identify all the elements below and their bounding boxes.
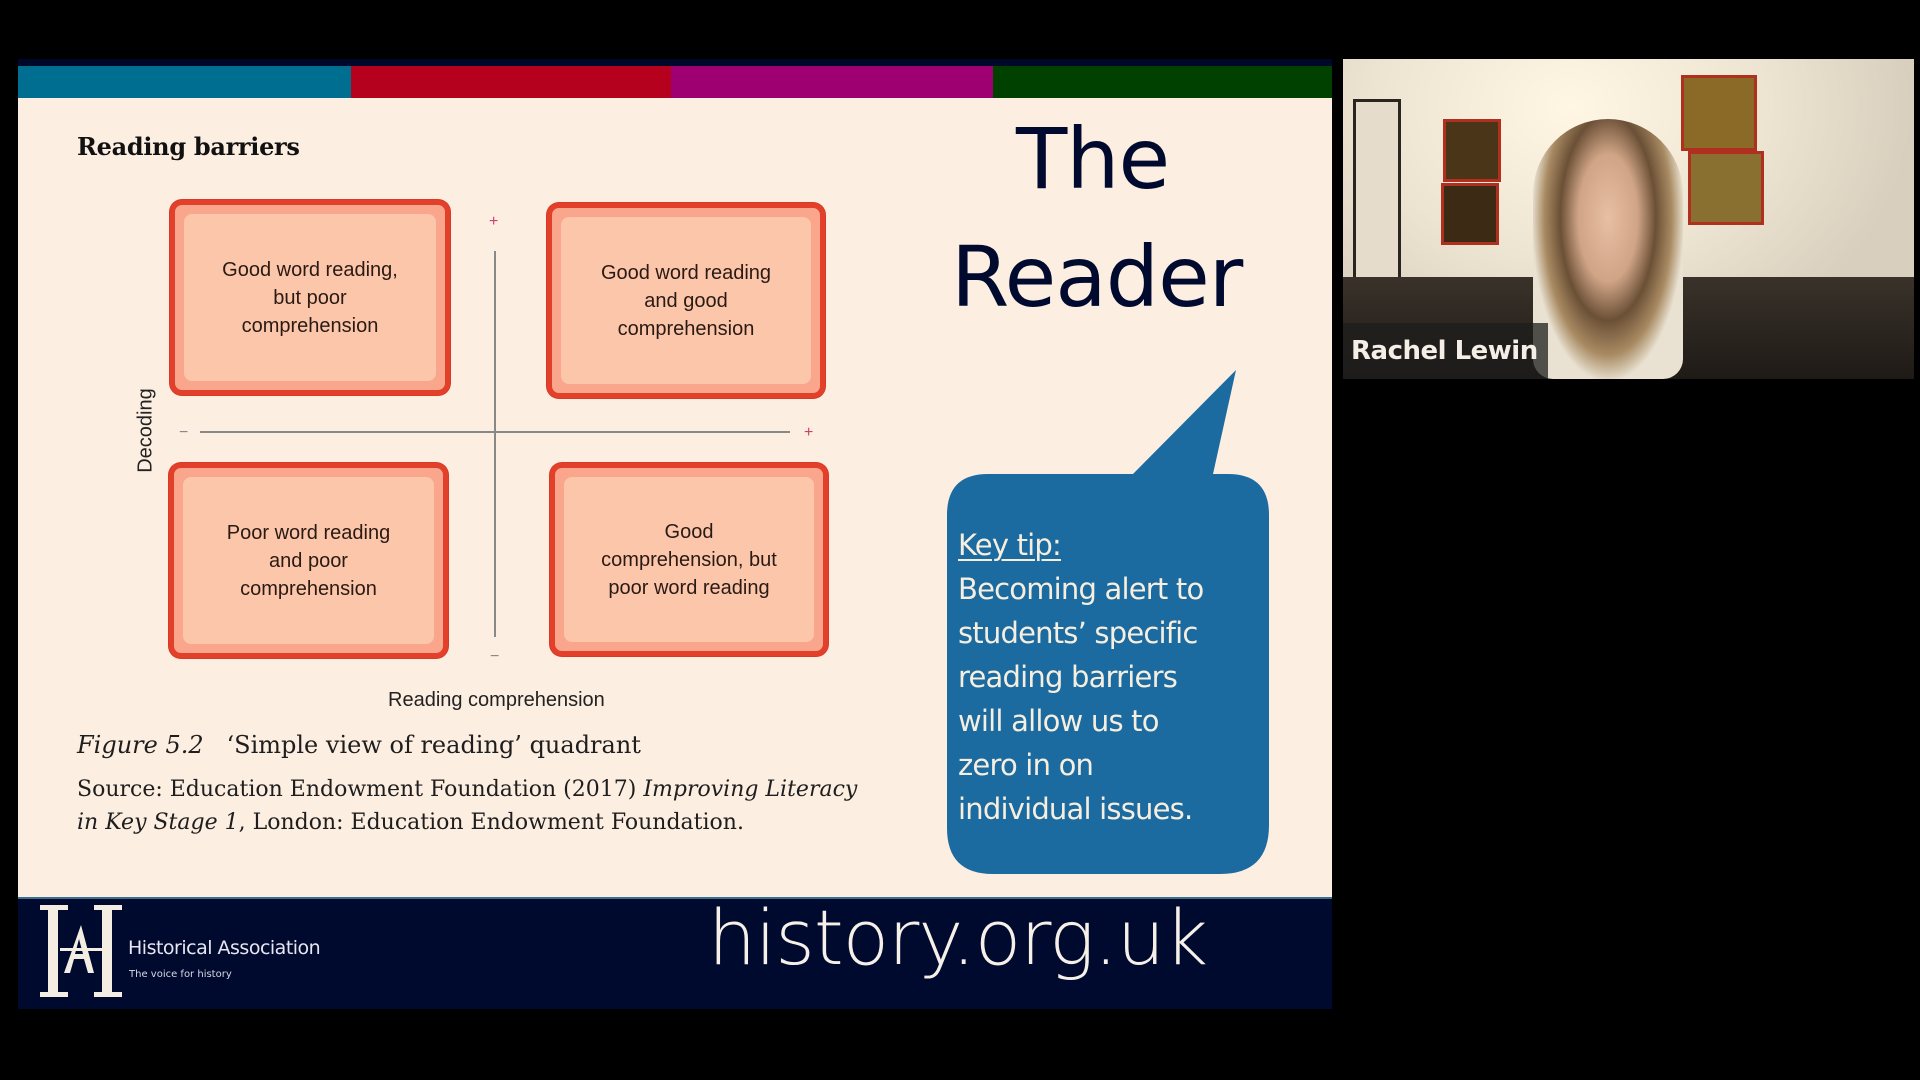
x-axis-minus: −	[179, 424, 189, 441]
key-tip-line: students’ specific	[958, 616, 1198, 650]
quadrant-bottom-left-text: Poor word reading and poor comprehension	[183, 477, 434, 644]
org-tagline: The voice for history	[129, 969, 232, 980]
quadrant-bottom-left: Poor word reading and poor comprehension	[169, 463, 448, 658]
figure-number: Figure 5.2	[77, 731, 204, 759]
color-bar-teal	[18, 66, 351, 98]
source-suffix: , London: Education Endowment Foundation…	[238, 810, 744, 835]
y-axis-minus: −	[490, 648, 500, 665]
x-axis-plus: +	[804, 424, 814, 441]
y-axis-plus: +	[489, 213, 499, 230]
wall-picture	[1681, 75, 1757, 151]
slide-top-strip	[18, 59, 1332, 66]
figure-caption: Figure 5.2 ‘Simple view of reading’ quad…	[77, 731, 641, 759]
participant-name-label: Rachel Lewin	[1343, 323, 1548, 379]
color-bar-green	[993, 66, 1332, 98]
quadrant-top-left: Good word reading, but poor comprehensio…	[170, 200, 450, 395]
slide-title-line-2: Reader	[951, 228, 1243, 326]
color-bar-magenta	[671, 66, 993, 98]
key-tip-bubble: Key tip: Becoming alert to students’ spe…	[928, 369, 1290, 879]
participant-video-tile[interactable]: Rachel Lewin	[1343, 59, 1914, 379]
figure-title: ‘Simple view of reading’ quadrant	[226, 731, 641, 759]
website-url: history.org.uk	[708, 893, 1208, 982]
quadrant-bottom-right: Good comprehension, but poor word readin…	[550, 463, 828, 656]
key-tip-label: Key tip:	[958, 528, 1062, 562]
speech-bubble-shape	[947, 370, 1269, 874]
wall-frame-left	[1353, 99, 1401, 305]
historical-association-logo-icon	[40, 905, 122, 997]
wall-picture	[1688, 151, 1764, 225]
key-tip-line: will allow us to	[958, 704, 1160, 738]
wall-picture	[1441, 183, 1499, 245]
vertical-axis	[494, 251, 496, 637]
color-bar-red	[351, 66, 671, 98]
org-name: Historical Association	[128, 937, 321, 959]
slide-title-line-1: The	[1016, 110, 1170, 208]
x-axis-label: Reading comprehension	[388, 689, 605, 711]
slide-heading: Reading barriers	[77, 132, 300, 161]
slide-footer: Historical Association The voice for his…	[18, 893, 1332, 1009]
y-axis-label: Decoding	[134, 388, 157, 473]
participant-figure	[1533, 119, 1683, 379]
quadrant-bottom-right-text: Good comprehension, but poor word readin…	[564, 477, 814, 642]
figure-source: Source: Education Endowment Foundation (…	[77, 773, 937, 839]
key-tip-line: zero in on	[958, 748, 1094, 782]
source-title-1: Improving Literacy	[643, 777, 858, 802]
key-tip-text: Key tip: Becoming alert to students’ spe…	[958, 523, 1258, 831]
source-title-2: in Key Stage 1	[77, 810, 239, 835]
horizontal-axis	[200, 431, 790, 433]
wall-picture	[1443, 119, 1501, 182]
quadrant-top-right: Good word reading and good comprehension	[547, 203, 825, 398]
quadrant-top-right-text: Good word reading and good comprehension	[561, 217, 811, 384]
shared-slide: Reading barriers Good word reading, but …	[18, 59, 1332, 1009]
key-tip-line: reading barriers	[958, 660, 1178, 694]
key-tip-line: Becoming alert to	[958, 572, 1204, 606]
source-prefix: Source: Education Endowment Foundation (…	[77, 777, 644, 802]
key-tip-line: individual issues.	[958, 792, 1193, 826]
quadrant-top-left-text: Good word reading, but poor comprehensio…	[184, 214, 436, 381]
